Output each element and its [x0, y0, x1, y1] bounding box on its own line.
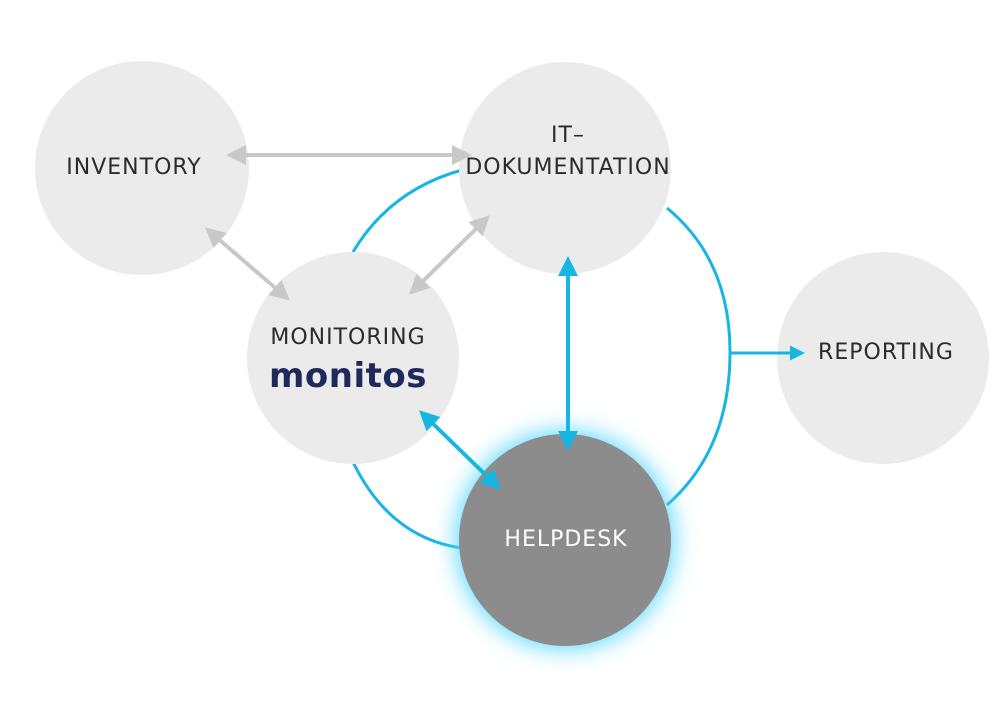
itdoc-label: IT– DOKUMENTATION — [465, 120, 670, 184]
arrow-inventory-monitoring — [204, 227, 291, 301]
inventory-node — [35, 61, 249, 275]
monitoring-node — [247, 252, 459, 464]
blue-curve-itdoc-helpdesk — [666, 206, 732, 507]
blue-curve-monitoring-itdoc — [351, 168, 463, 253]
arrow-monitoring-itdoc — [409, 215, 490, 295]
inventory-label: INVENTORY — [66, 152, 201, 184]
monitos-logo-text: monitos — [269, 356, 427, 396]
helpdesk-label: HELPDESK — [504, 524, 627, 556]
inventory-label-text: INVENTORY — [66, 155, 202, 180]
monitos-logo: monitos — [269, 357, 427, 395]
helpdesk-label-text: HELPDESK — [504, 527, 628, 552]
monitoring-label: MONITORING — [270, 322, 425, 354]
reporting-label: REPORTING — [818, 337, 954, 369]
arrow-monitoring-helpdesk — [419, 410, 501, 490]
reporting-node — [777, 252, 989, 464]
blue-curve-monitoring-helpdesk — [351, 461, 463, 550]
helpdesk-node — [459, 434, 671, 646]
reporting-label-text: REPORTING — [818, 340, 954, 365]
itdoc-label-line2: DOKUMENTATION — [465, 155, 671, 180]
monitoring-label-text: MONITORING — [270, 325, 426, 350]
itdoc-node — [459, 62, 671, 274]
itdoc-label-line1: IT– — [551, 123, 585, 148]
